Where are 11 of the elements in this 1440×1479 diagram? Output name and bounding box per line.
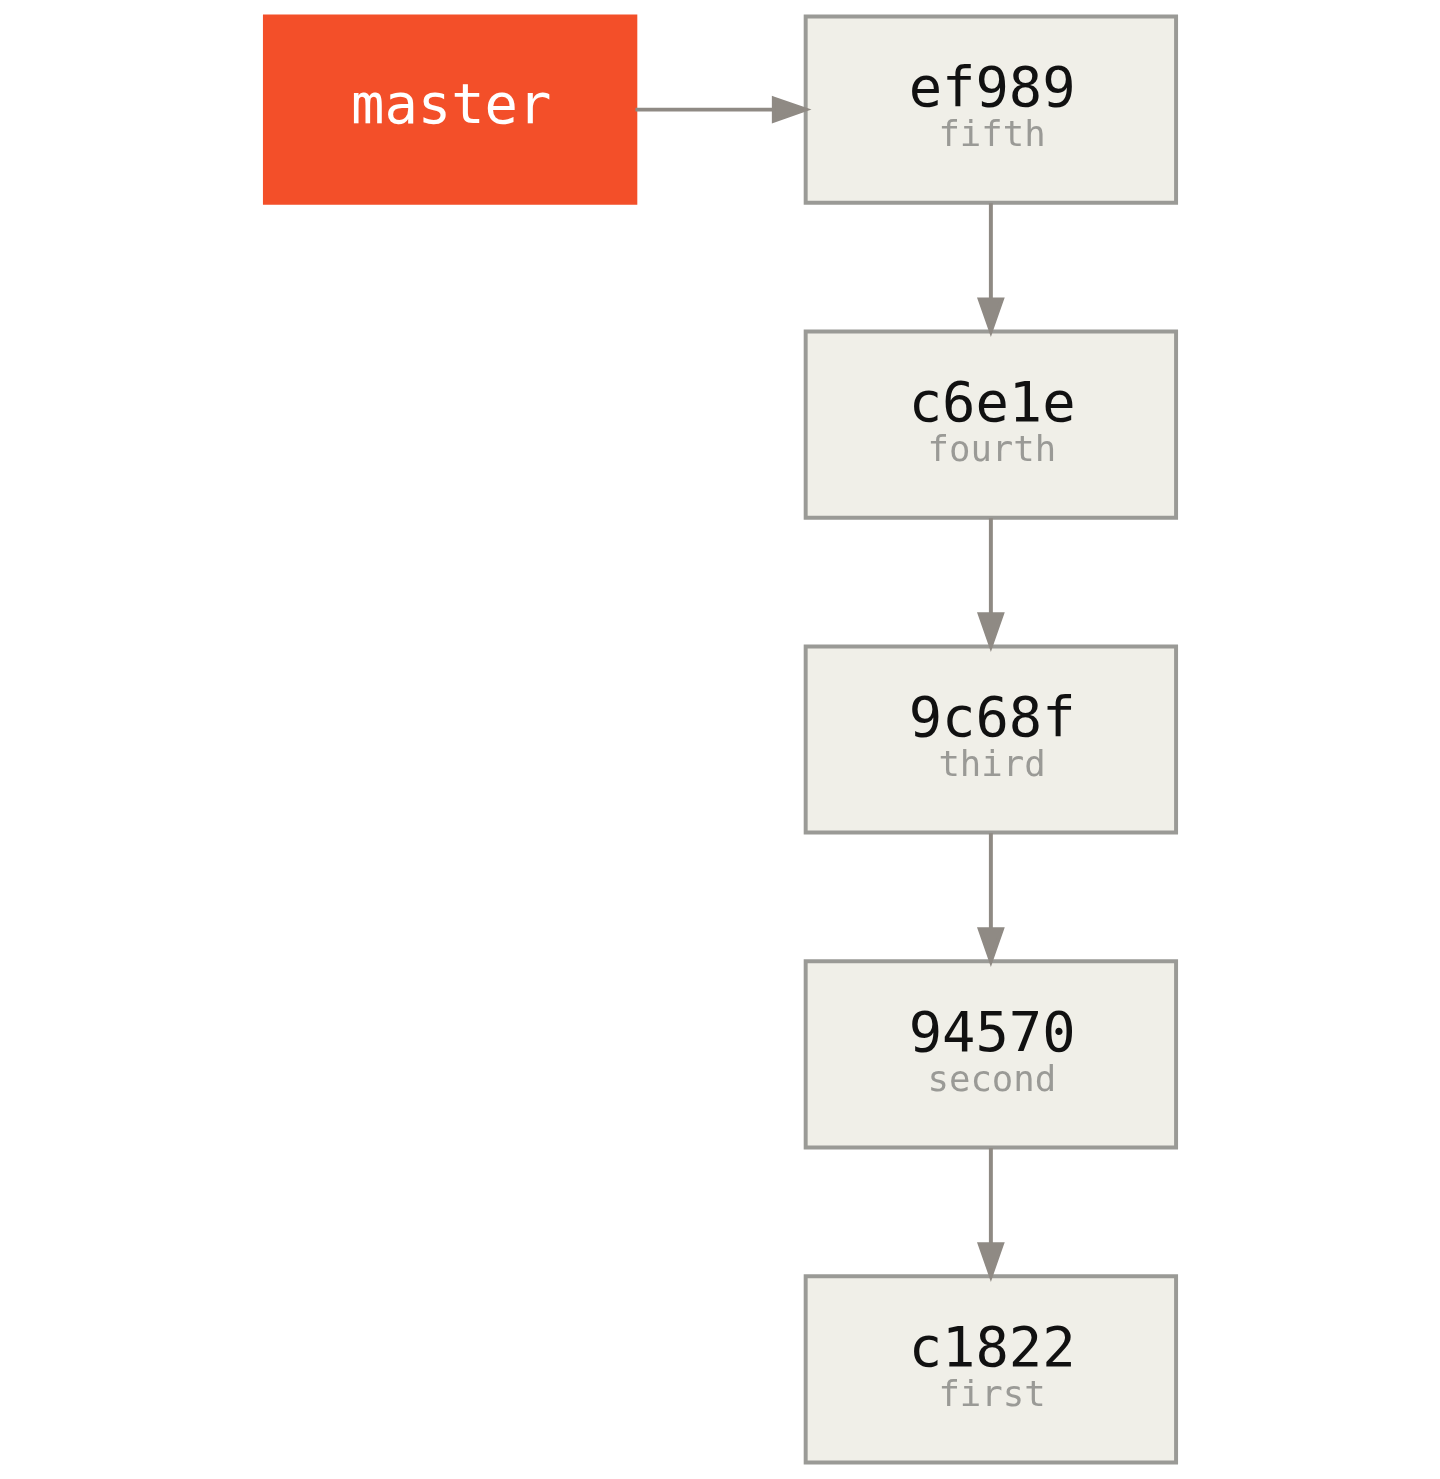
node-box: 94570 second [803, 959, 1178, 1150]
arrow [635, 95, 812, 124]
arrow [976, 1148, 1005, 1282]
arrow [976, 518, 1005, 652]
arrow [976, 833, 1005, 967]
node-box: master [262, 14, 637, 205]
node-box: ef989 fifth [803, 14, 1178, 205]
arrow [976, 203, 1005, 338]
node-box: c1822 first [803, 1274, 1178, 1465]
node-box: c6e1e fourth [803, 329, 1178, 520]
node-box: 9c68f third [803, 644, 1178, 835]
